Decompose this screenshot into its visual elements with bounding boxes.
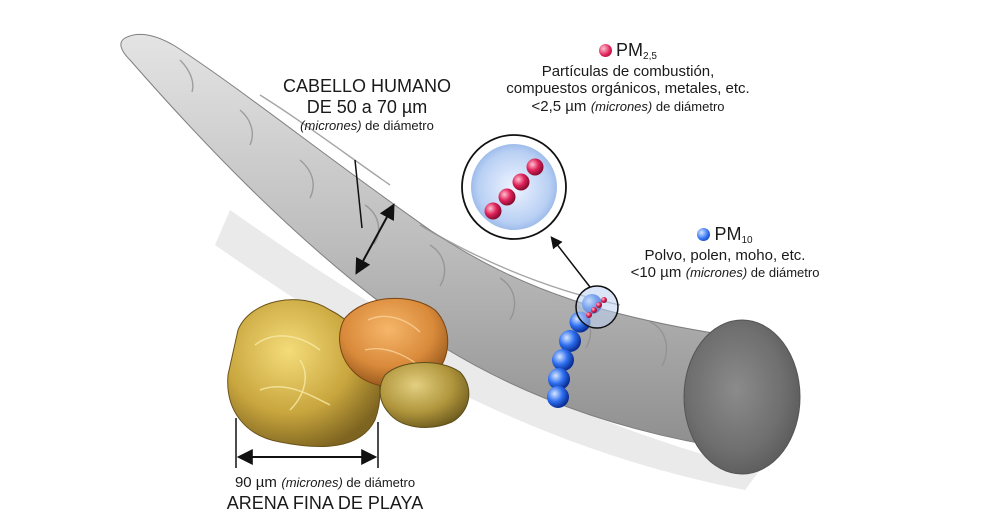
hair-title-line2: DE 50 a 70 µm bbox=[306, 97, 428, 118]
sand-unit-italic: (micrones) bbox=[281, 475, 343, 490]
sand-size-line: 90 µm (micrones) de diámetro bbox=[180, 474, 470, 493]
pm25-unit-italic: (micrones) bbox=[590, 99, 653, 115]
pm25-subscript: 2,5 bbox=[643, 51, 657, 62]
hair-label: CABELLO HUMANO DE 50 a 70 µm (micrones) … bbox=[262, 76, 472, 134]
pm10-unit-rest: de diámetro bbox=[747, 265, 820, 281]
pm25-small-particles bbox=[586, 297, 607, 318]
hair-label-leader bbox=[354, 159, 363, 229]
pm10-unit-italic: (micrones) bbox=[685, 265, 748, 281]
hair-diameter-arrow bbox=[355, 203, 395, 275]
pm25-dot-icon bbox=[599, 44, 613, 57]
sand-title: ARENA FINA DE PLAYA bbox=[226, 492, 424, 513]
hair-unit-italic: (micrones) bbox=[300, 118, 362, 134]
hair-title-line1: CABELLO HUMANO bbox=[282, 76, 452, 96]
pm10-name: PM bbox=[714, 224, 742, 244]
sand-size: 90 µm bbox=[234, 474, 277, 491]
magnify-arrow bbox=[550, 236, 591, 288]
pm25-title: PM2,5 bbox=[468, 40, 788, 63]
pm10-subscript: 10 bbox=[741, 235, 753, 246]
sand-grain-small bbox=[379, 362, 470, 428]
sand-label: 90 µm (micrones) de diámetro ARENA FINA … bbox=[180, 474, 470, 514]
hair-cross-section bbox=[683, 319, 801, 475]
pm10-title: PM10 bbox=[590, 224, 860, 247]
pm10-size-line: <10 µm (micrones) de diámetro bbox=[590, 264, 860, 283]
pm25-label: PM2,5 Partículas de combustión, compuest… bbox=[468, 40, 788, 117]
pm25-particles bbox=[484, 158, 544, 220]
pm25-desc-line2: compuestos orgánicos, metales, etc. bbox=[506, 80, 750, 98]
hair-shadow bbox=[215, 210, 760, 490]
hair-unit-rest: de diámetro bbox=[361, 118, 434, 134]
pm10-label: PM10 Polvo, polen, moho, etc. <10 µm (mi… bbox=[590, 224, 860, 283]
pm10-desc-line1: Polvo, polen, moho, etc. bbox=[644, 246, 806, 264]
pm10-size: <10 µm bbox=[630, 264, 682, 282]
sand-unit-rest: de diámetro bbox=[342, 475, 416, 490]
pm25-size-line: <2,5 µm (micrones) de diámetro bbox=[468, 98, 788, 117]
pm25-name: PM bbox=[616, 40, 644, 60]
pm25-unit-rest: de diámetro bbox=[652, 99, 725, 115]
pm10-dot-icon bbox=[697, 228, 711, 241]
hair-unit-line: (micrones) de diámetro bbox=[262, 118, 472, 133]
pm25-desc-line1: Partículas de combustión, bbox=[541, 62, 715, 80]
pm25-size: <2,5 µm bbox=[531, 98, 587, 116]
